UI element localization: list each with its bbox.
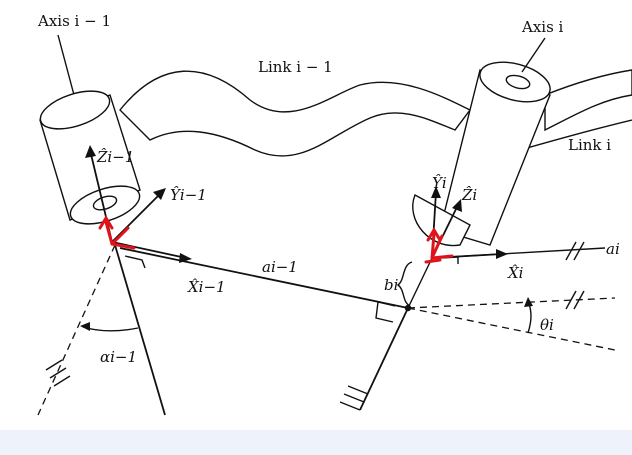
- link-i-body: [544, 69, 632, 132]
- label-a-i: ai: [606, 240, 620, 258]
- parallel-ticks-theta: [565, 290, 585, 310]
- link-prev-body: [119, 70, 472, 157]
- axis-i-lower-line: [359, 307, 409, 411]
- frame-i-red-triad: [424, 227, 454, 264]
- common-normal-a-prev: [119, 247, 409, 309]
- label-y-i: Ŷi: [432, 174, 447, 192]
- right-angle-prev: [124, 255, 146, 269]
- right-angle-i: [375, 301, 396, 323]
- label-alpha-prev: αi−1: [100, 348, 137, 366]
- label-link-prev: Link i − 1: [258, 58, 333, 76]
- label-z-i: Ẑi: [461, 186, 477, 204]
- axis-i-mid-line: [407, 257, 433, 309]
- parallel-ticks-i: [339, 385, 369, 411]
- label-y-prev: Ŷi−1: [170, 186, 207, 204]
- link-i-lower-edge: [519, 119, 632, 151]
- parallel-ticks-x: [565, 241, 585, 261]
- label-theta-i: θi: [540, 316, 554, 334]
- theta-dashed-prev: [407, 307, 616, 351]
- alpha-arc: [82, 326, 139, 332]
- axis-i-upper-line: [521, 37, 546, 73]
- label-axis-i: Axis i: [521, 18, 564, 36]
- label-link-i: Link i: [568, 136, 611, 154]
- origin-dot-i: [404, 304, 412, 312]
- theta-arrowhead: [524, 297, 533, 307]
- label-b-i: bi: [384, 276, 399, 294]
- axis-prev-lower-line: [114, 244, 166, 416]
- label-x-i: X̂i: [507, 264, 524, 282]
- theta-dashed-ref: [407, 297, 616, 309]
- joint-i-cylinder: [412, 61, 551, 247]
- label-a-prev: ai−1: [262, 258, 298, 276]
- alpha-arrowhead: [80, 322, 90, 331]
- label-axis-prev: Axis i − 1: [37, 12, 111, 30]
- label-z-prev: Ẑi−1: [96, 148, 134, 166]
- label-x-prev: X̂i−1: [187, 278, 226, 296]
- parallel-ticks-prev: [45, 359, 71, 387]
- offset-brace: [396, 261, 413, 307]
- joint-prev-cylinder: [39, 90, 141, 225]
- frame-prev-red-triad: [98, 215, 136, 250]
